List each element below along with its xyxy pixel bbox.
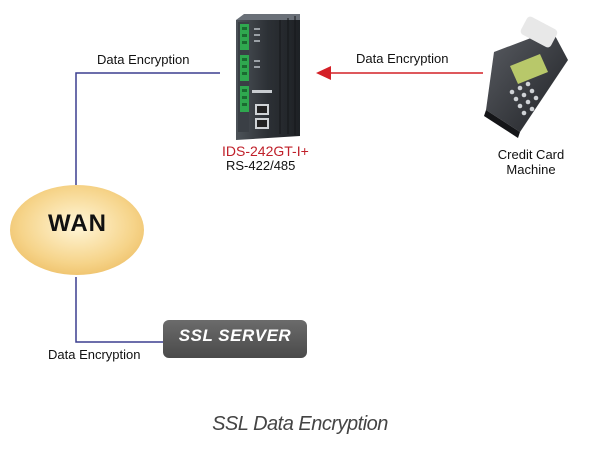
arrow-head	[316, 66, 331, 80]
edge-label-card-device: Data Encryption	[356, 51, 449, 66]
wan-to-ssl-line	[75, 277, 166, 343]
wan-to-device-line	[75, 72, 220, 185]
device-icon	[236, 14, 300, 140]
credit-card-machine-icon	[484, 16, 568, 138]
wan-label: WAN	[48, 210, 107, 237]
ssl-server-label: SSL SERVER	[178, 326, 292, 345]
credit-card-label: Credit Card Machine	[486, 147, 576, 177]
edge-label-wan-ssl: Data Encryption	[48, 347, 141, 362]
edge-label-wan-device: Data Encryption	[97, 52, 190, 67]
device-name: IDS-242GT-I+	[222, 143, 309, 159]
credit-card-label-line2: Machine	[506, 162, 556, 177]
ssl-server-box	[163, 320, 307, 358]
device-interface: RS-422/485	[226, 158, 296, 173]
wan-cloud	[10, 185, 144, 275]
credit-card-label-line1: Credit Card	[497, 147, 565, 162]
diagram-caption: SSL Data Encryption	[212, 413, 388, 435]
